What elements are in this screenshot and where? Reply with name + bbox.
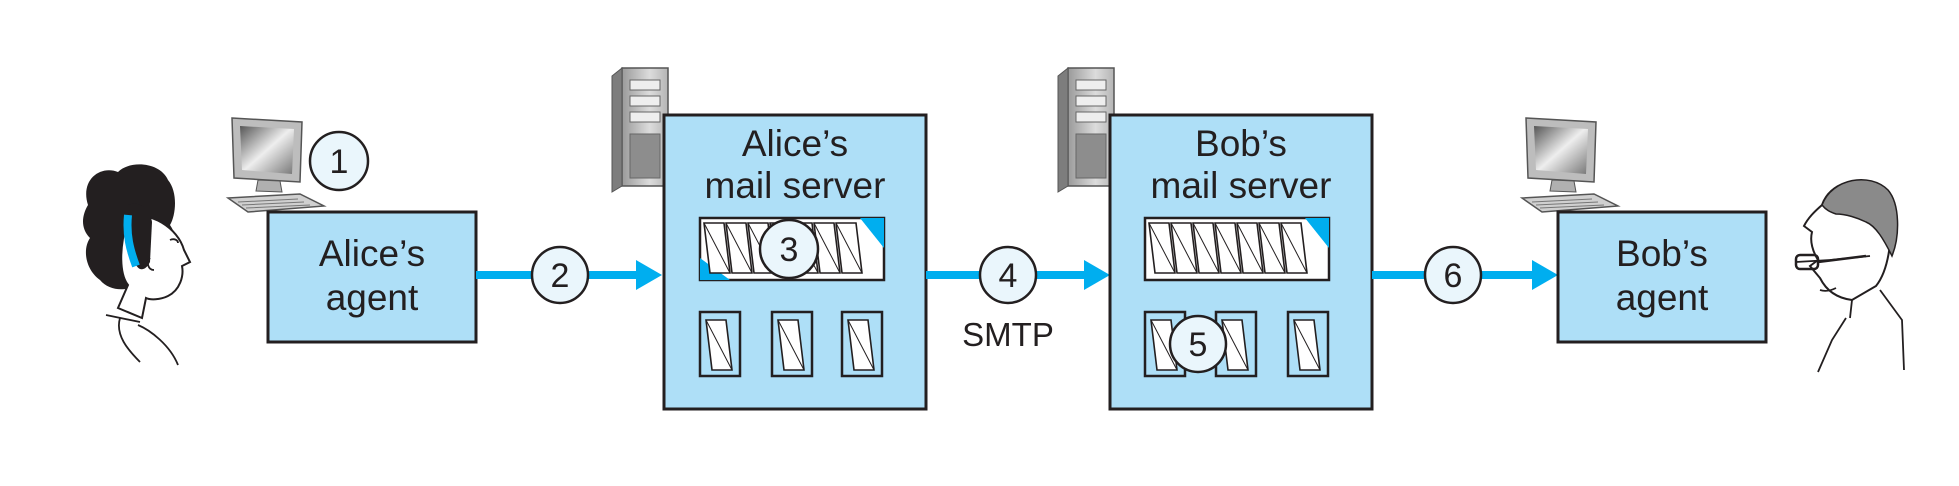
step-4-label: 4 — [999, 257, 1018, 295]
step-4-circle — [978, 245, 1038, 305]
step-3-label: 3 — [780, 231, 799, 269]
bob-server-label-1: Bob’s — [1195, 123, 1287, 164]
alice-agent-label-2: agent — [326, 277, 419, 318]
step-2-circle — [530, 245, 590, 305]
smtp-label: SMTP — [962, 316, 1054, 353]
step-1-label: 1 — [330, 143, 349, 181]
bob-person-icon — [1794, 178, 1905, 373]
step-3-circle — [758, 218, 820, 280]
step-5-circle — [1168, 314, 1228, 374]
bob-server-tower-icon — [1057, 67, 1115, 193]
alice-agent-box — [266, 210, 478, 344]
arrow-6-head — [1532, 260, 1558, 290]
alice-person-icon — [83, 164, 192, 366]
alice-agent-label-1: Alice’s — [319, 233, 425, 274]
alice-mailboxes — [698, 310, 884, 378]
alice-server-label-2: mail server — [705, 165, 886, 206]
step-6-circle — [1423, 245, 1483, 305]
bob-server-label-2: mail server — [1151, 165, 1332, 206]
bob-agent-label-2: agent — [1616, 277, 1709, 318]
bob-agent-box — [1556, 210, 1768, 344]
alice-server-tower-icon — [611, 67, 669, 193]
step-1-circle — [308, 130, 370, 192]
alice-server-label-1: Alice’s — [742, 123, 848, 164]
bob-agent-label-1: Bob’s — [1616, 233, 1708, 274]
arrow-4-head — [1084, 260, 1110, 290]
bob-message-queue — [1143, 216, 1331, 282]
step-2-label: 2 — [551, 257, 570, 295]
bob-computer-icon — [1521, 117, 1619, 213]
step-6-label: 6 — [1444, 257, 1463, 295]
arrow-2-head — [636, 260, 662, 290]
step-5-label: 5 — [1189, 326, 1208, 364]
